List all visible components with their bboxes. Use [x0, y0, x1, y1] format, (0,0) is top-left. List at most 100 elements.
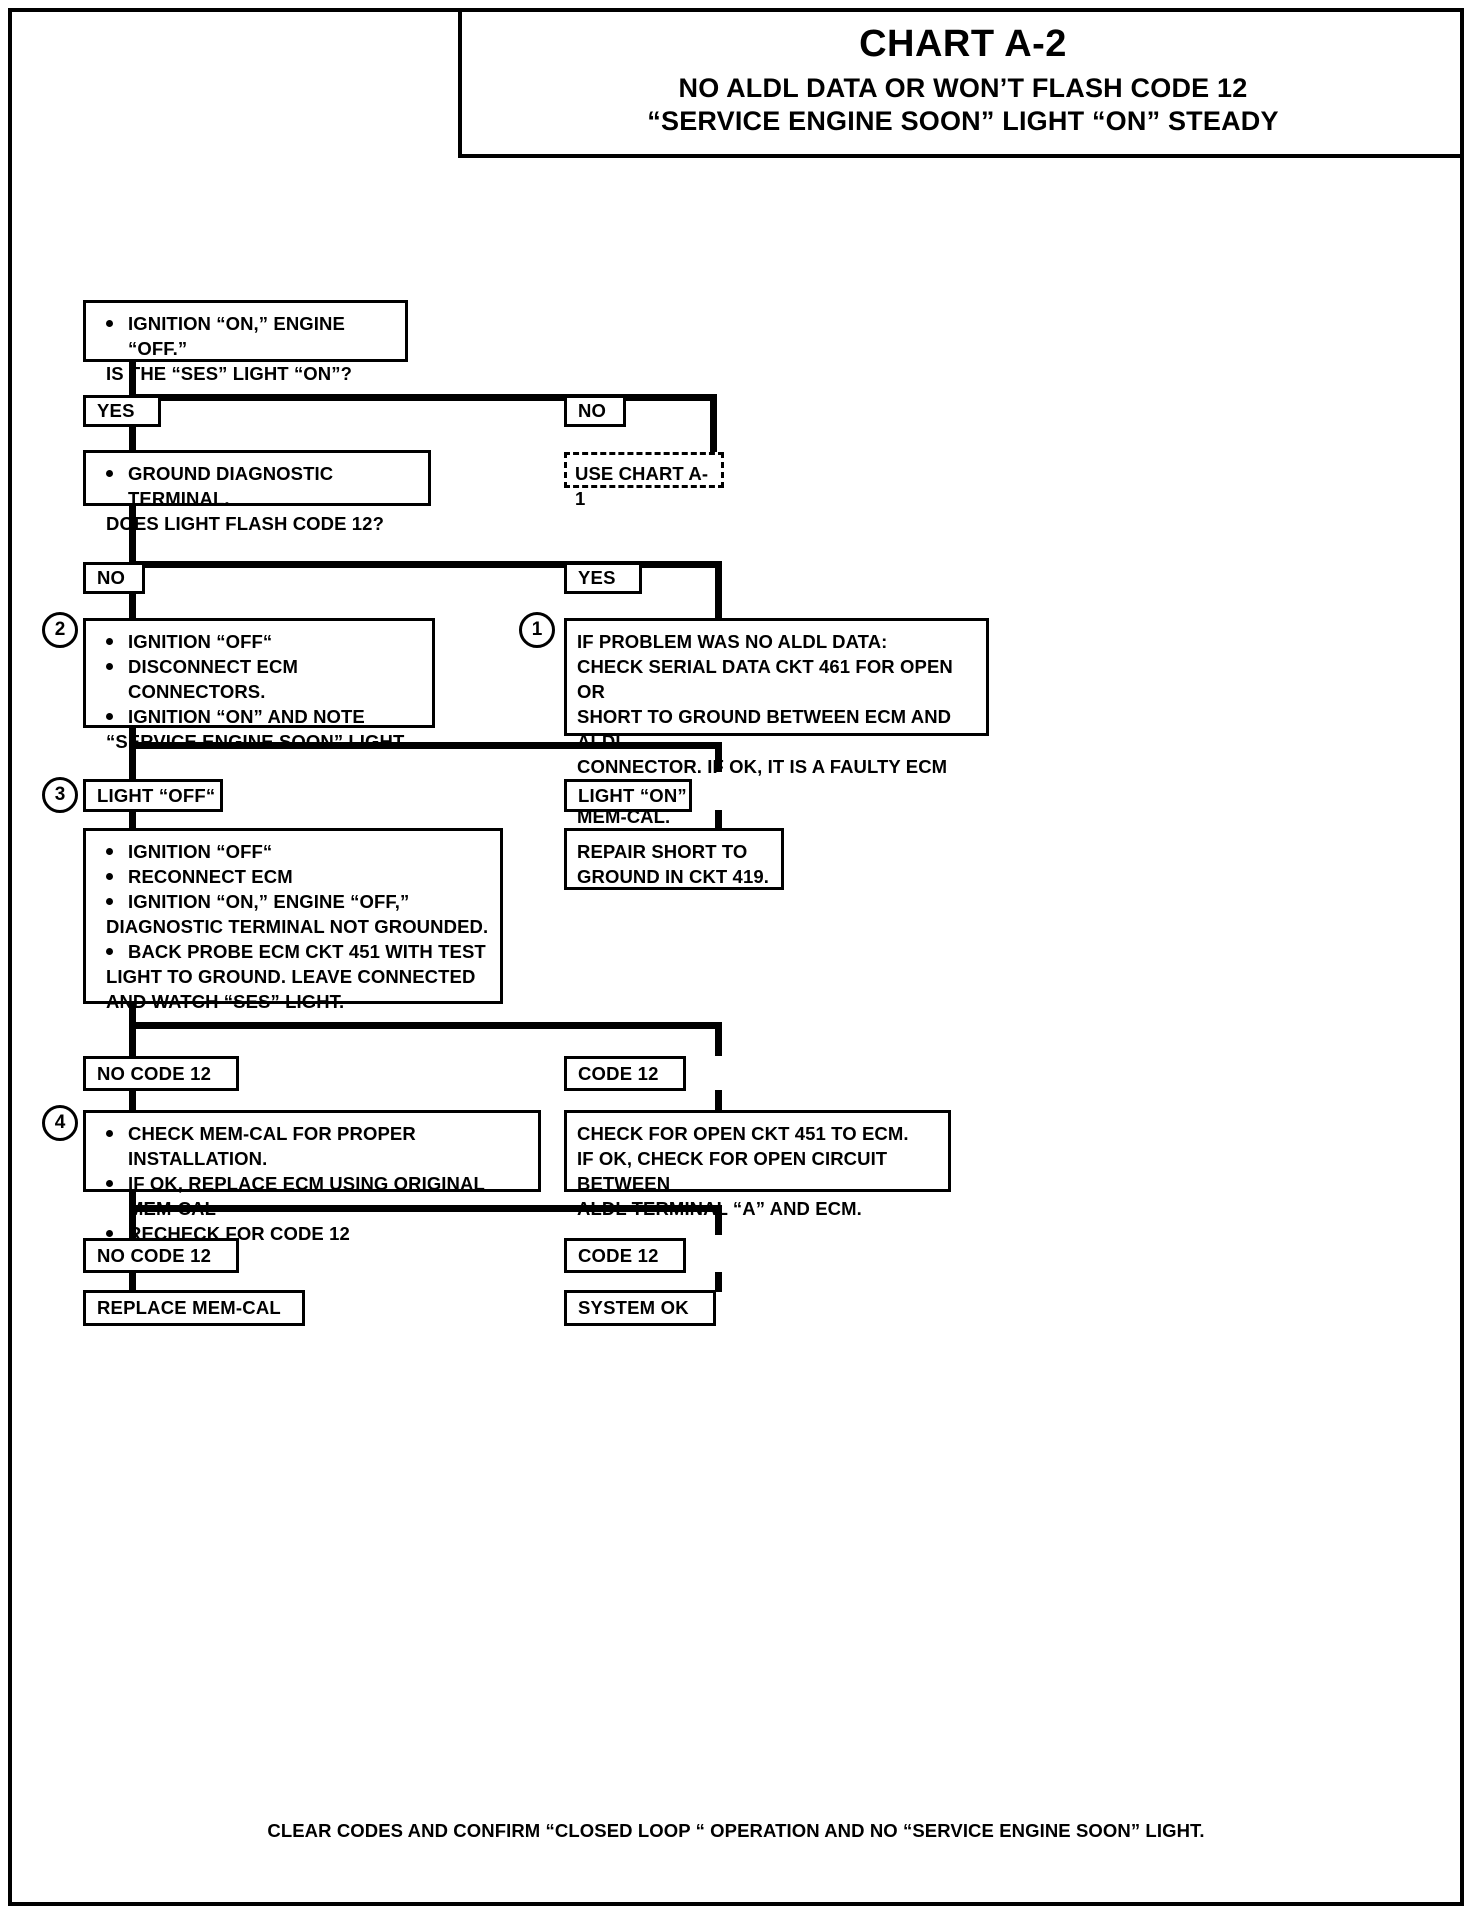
step3-bullet-2: RECONNECT ECM: [98, 864, 490, 889]
label-code-12-b-text: CODE 12: [578, 1244, 659, 1266]
start-line-1-text: IGNITION “ON,” ENGINE “OFF.”: [128, 313, 345, 359]
chart-subtitle-line-2: “SERVICE ENGINE SOON” LIGHT “ON” STEADY: [647, 106, 1279, 136]
connector-to-code12b: [715, 1205, 722, 1235]
node-repair-short[interactable]: REPAIR SHORT TO GROUND IN CKT 419.: [564, 828, 784, 890]
connector-lighton-down: [715, 810, 722, 832]
step3-bullet-list: IGNITION “OFF“ RECONNECT ECM IGNITION “O…: [98, 839, 490, 1014]
check-open-ckt-line-3: ALDL TERMINAL “A” AND ECM.: [577, 1198, 862, 1219]
page-border: [8, 8, 1464, 1906]
node-use-chart-a1[interactable]: USE CHART A-1: [564, 452, 724, 509]
node-step-3[interactable]: IGNITION “OFF“ RECONNECT ECM IGNITION “O…: [83, 828, 503, 1012]
ground-line-1-text: GROUND DIAGNOSTIC TERMINAL.: [128, 463, 334, 509]
connector-step2-down: [129, 724, 136, 779]
step-marker-3-text: 3: [54, 784, 66, 805]
step-marker-1-text: 1: [531, 619, 543, 640]
connector-split-bar-1: [129, 394, 717, 401]
ground-bullet-list: GROUND DIAGNOSTIC TERMINAL. DOES LIGHT F…: [98, 461, 418, 536]
step-marker-1: 1: [519, 612, 555, 648]
ground-line-1: GROUND DIAGNOSTIC TERMINAL. DOES LIGHT F…: [98, 461, 418, 536]
label-code-12-b[interactable]: CODE 12: [564, 1238, 686, 1273]
label-yes-2-text: YES: [578, 567, 616, 588]
connector-ground-down: [129, 504, 136, 568]
label-code-12-a[interactable]: CODE 12: [564, 1056, 686, 1091]
connector-split-bar-4: [129, 1022, 722, 1029]
check-open-ckt-line-list: CHECK FOR OPEN CKT 451 TO ECM. IF OK, CH…: [577, 1121, 938, 1221]
step-marker-2: 2: [42, 612, 78, 648]
step-marker-2-text: 2: [54, 619, 66, 640]
chart-title: CHART A-2: [859, 23, 1067, 65]
connector-yes1-down: [129, 425, 136, 455]
label-no-1[interactable]: NO: [564, 395, 626, 427]
node-step-1[interactable]: IF PROBLEM WAS NO ALDL DATA: CHECK SERIA…: [564, 618, 989, 827]
step1-line-2: CHECK SERIAL DATA CKT 461 FOR OPEN OR: [577, 656, 953, 702]
step1-line-list: IF PROBLEM WAS NO ALDL DATA: CHECK SERIA…: [577, 629, 976, 829]
connector-split-bar-5: [129, 1205, 722, 1212]
label-light-on[interactable]: LIGHT “ON”: [564, 779, 692, 812]
label-light-on-text: LIGHT “ON”: [578, 784, 687, 806]
label-no-2-text: NO: [97, 567, 126, 588]
connector-to-light-on: [715, 742, 722, 772]
repair-short-line-1: REPAIR SHORT TO: [577, 841, 748, 862]
node-step-2[interactable]: IGNITION “OFF“ DISCONNECT ECM CONNECTORS…: [83, 618, 435, 752]
label-yes-2[interactable]: YES: [564, 562, 642, 594]
connector-split-bar-2: [129, 561, 722, 568]
start-line-1: IGNITION “ON,” ENGINE “OFF.” IS THE “SES…: [98, 311, 395, 386]
step2-bullet-3: IGNITION “ON” AND NOTE “SERVICE ENGINE S…: [98, 704, 422, 754]
connector-nocode12b-down: [129, 1272, 136, 1292]
label-no-code-12-b[interactable]: NO CODE 12: [83, 1238, 239, 1273]
step3-bullet-3-text: IGNITION “ON,” ENGINE “OFF,” DIAGNOSTIC …: [106, 891, 489, 937]
chart-header: CHART A-2 NO ALDL DATA OR WON’T FLASH CO…: [458, 8, 1464, 158]
label-no-code-12-a-text: NO CODE 12: [97, 1062, 212, 1084]
connector-step4-down: [129, 1190, 136, 1240]
check-open-ckt-line-1: CHECK FOR OPEN CKT 451 TO ECM.: [577, 1123, 909, 1144]
step3-bullet-1: IGNITION “OFF“: [98, 839, 490, 864]
label-yes-1[interactable]: YES: [83, 395, 161, 427]
label-no-code-12-a[interactable]: NO CODE 12: [83, 1056, 239, 1091]
connector-yes2-down: [715, 592, 722, 622]
node-system-ok[interactable]: SYSTEM OK: [564, 1290, 716, 1326]
step2-bullet-1: IGNITION “OFF“: [98, 629, 422, 654]
chart-subtitle-line-1: NO ALDL DATA OR WON’T FLASH CODE 12: [678, 73, 1248, 103]
step2-bullet-list: IGNITION “OFF“ DISCONNECT ECM CONNECTORS…: [98, 629, 422, 754]
node-ground-diagnostic-terminal[interactable]: GROUND DIAGNOSTIC TERMINAL. DOES LIGHT F…: [83, 450, 431, 534]
step2-bullet-2: DISCONNECT ECM CONNECTORS.: [98, 654, 422, 704]
connector-no2-down: [129, 592, 136, 622]
step4-bullet-2: IF OK, REPLACE ECM USING ORIGINAL MEM-CA…: [98, 1171, 528, 1221]
connector-code12a-down: [715, 1090, 722, 1112]
connector-nocode12a-down: [129, 1090, 136, 1112]
step2-bullet-3-text: IGNITION “ON” AND NOTE “SERVICE ENGINE S…: [106, 706, 408, 752]
use-chart-a1-text: USE CHART A-1: [575, 463, 709, 509]
step3-bullet-4-text: BACK PROBE ECM CKT 451 WITH TEST LIGHT T…: [106, 941, 486, 1012]
start-bullet-list: IGNITION “ON,” ENGINE “OFF.” IS THE “SES…: [98, 311, 395, 386]
footer-note: CLEAR CODES AND CONFIRM “CLOSED LOOP “ O…: [267, 1820, 1205, 1841]
step3-bullet-3: IGNITION “ON,” ENGINE “OFF,” DIAGNOSTIC …: [98, 889, 490, 939]
connector-code12b-down: [715, 1272, 722, 1292]
connector-start-down: [129, 360, 136, 400]
connector-to-code12a: [715, 1022, 722, 1056]
label-yes-1-text: YES: [97, 400, 135, 421]
start-line-2-text: IS THE “SES” LIGHT “ON”?: [106, 363, 352, 384]
node-replace-mem-cal[interactable]: REPLACE MEM-CAL: [83, 1290, 305, 1326]
node-start[interactable]: IGNITION “ON,” ENGINE “OFF.” IS THE “SES…: [83, 300, 408, 384]
step3-bullet-4: BACK PROBE ECM CKT 451 WITH TEST LIGHT T…: [98, 939, 490, 1014]
step-marker-4-text: 4: [54, 1112, 66, 1133]
step-marker-4: 4: [42, 1105, 78, 1141]
connector-lightoff-down: [129, 810, 136, 832]
connector-to-yes2: [715, 561, 722, 595]
step1-line-3: SHORT TO GROUND BETWEEN ECM AND ALDL: [577, 706, 952, 752]
repair-short-line-2: GROUND IN CKT 419.: [577, 866, 769, 887]
label-code-12-a-text: CODE 12: [578, 1062, 659, 1084]
step1-line-1: IF PROBLEM WAS NO ALDL DATA:: [577, 631, 888, 652]
connector-split-bar-3: [129, 742, 722, 749]
connector-step3-down: [129, 1002, 136, 1057]
label-no-2[interactable]: NO: [83, 562, 145, 594]
label-no-code-12-b-text: NO CODE 12: [97, 1244, 212, 1266]
node-check-open-ckt[interactable]: CHECK FOR OPEN CKT 451 TO ECM. IF OK, CH…: [564, 1110, 951, 1219]
repair-short-line-list: REPAIR SHORT TO GROUND IN CKT 419.: [577, 839, 771, 889]
replace-mem-cal-text: REPLACE MEM-CAL: [97, 1297, 281, 1318]
node-step-4[interactable]: CHECK MEM-CAL FOR PROPER INSTALLATION. I…: [83, 1110, 541, 1244]
connector-no1-down: [710, 425, 717, 455]
system-ok-text: SYSTEM OK: [578, 1297, 689, 1318]
connector-to-no-1: [710, 394, 717, 426]
label-light-off[interactable]: LIGHT “OFF“: [83, 779, 223, 812]
